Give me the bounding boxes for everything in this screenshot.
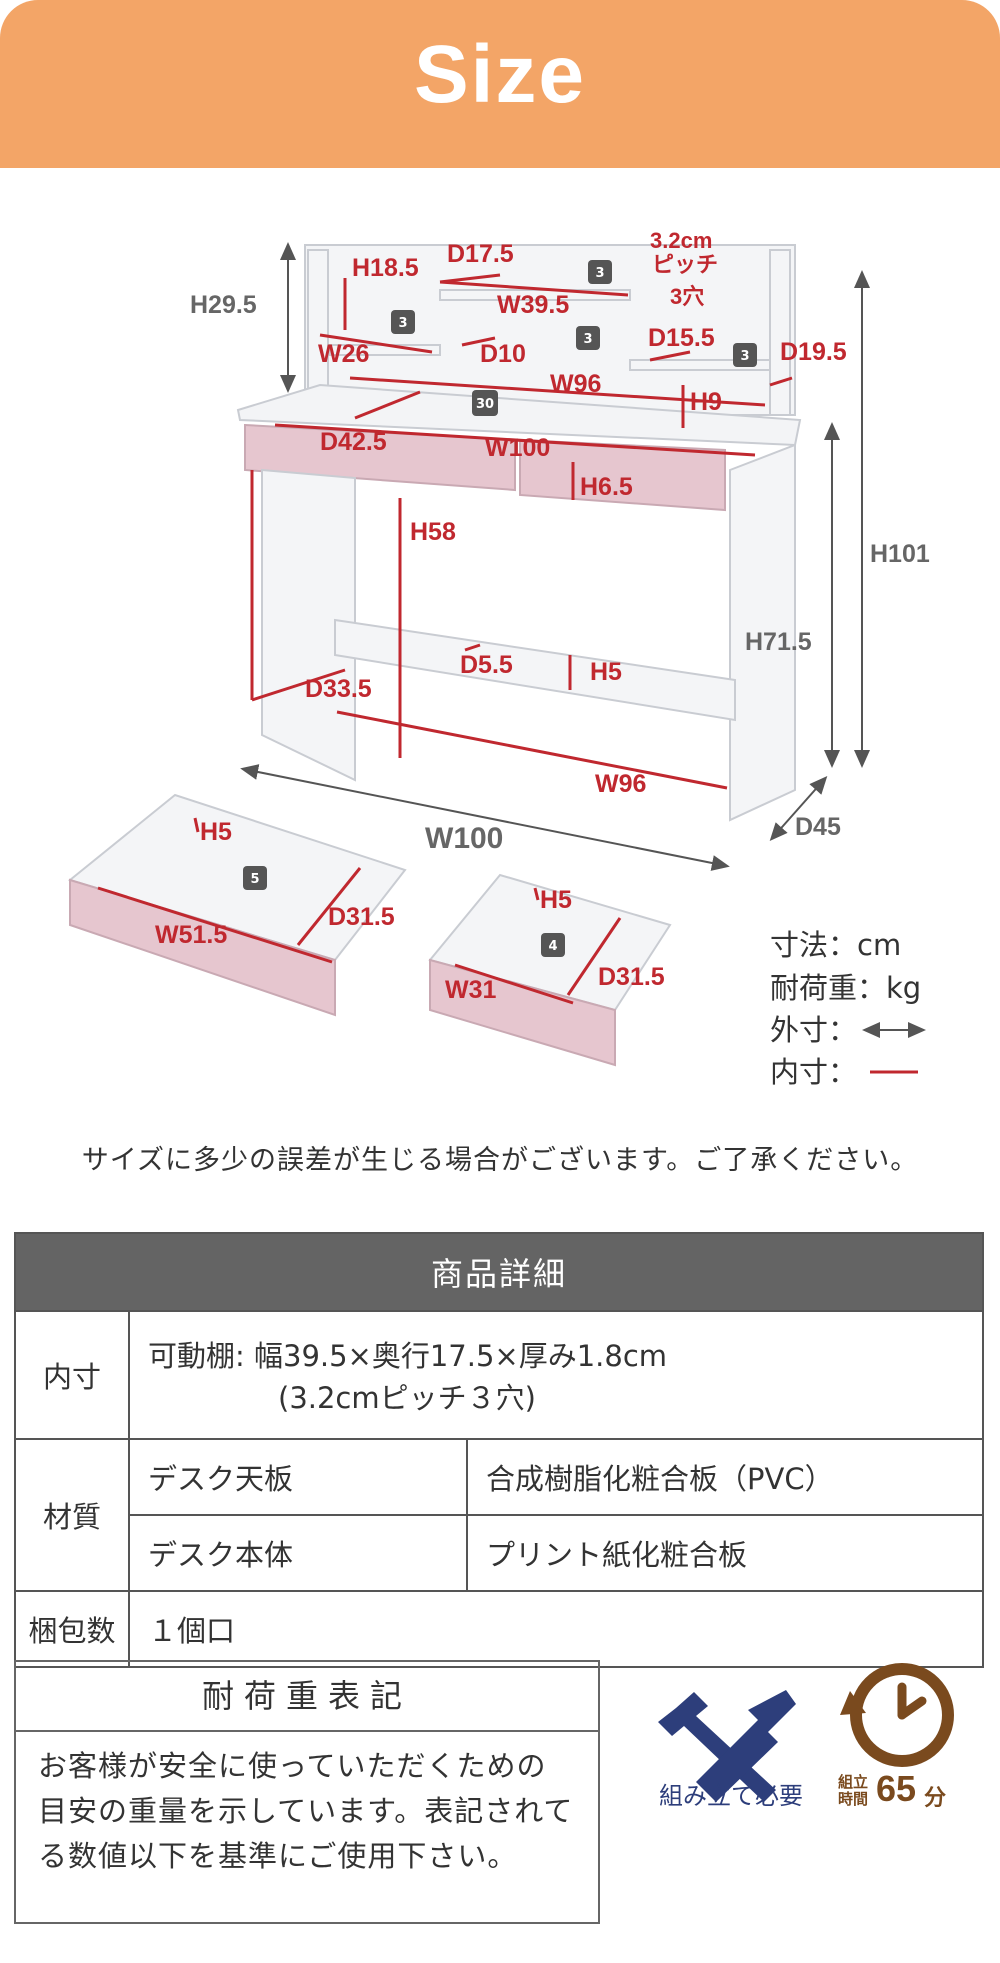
drawer-front-box-left	[69, 878, 336, 1017]
label-drawer-right-h: H5	[540, 886, 572, 914]
package-value: １個口	[128, 1590, 984, 1668]
dimension-labels: H29.5 H18.5 D17.5 3.2cm ピッチ 3穴 W39.5 W26…	[155, 228, 930, 1004]
label-w39-5: W39.5	[497, 291, 569, 319]
inner-line-2: (3.2cmピッチ３穴)	[278, 1381, 536, 1415]
hutch	[304, 244, 796, 416]
label-d10: D10	[480, 340, 526, 368]
header-title: Size	[413, 29, 587, 120]
drawer-front-box-right	[429, 958, 616, 1067]
label-pitch-a: 3.2cm	[650, 228, 712, 253]
inner-value: 可動棚: 幅39.5×奥行17.5×厚み1.8cm (3.2cmピッチ３穴)	[128, 1310, 984, 1440]
load-note-text: お客様が安全に使っていただくための目安の重量を示しています。表記されてる数値以下…	[38, 1749, 574, 1873]
legend: 寸法：cm 耐荷重：kg 外寸： 内寸：	[770, 928, 926, 1089]
material-part-1: デスク天板	[128, 1438, 468, 1516]
label-d45: D45	[795, 813, 841, 841]
legend-outer: 外寸：	[770, 1013, 857, 1047]
load-badge-shelf-right: 3	[740, 349, 749, 364]
assembly-time-label: 組立時間	[838, 1773, 869, 1808]
load-badge-drawer-left: 5	[250, 872, 259, 887]
load-badges: 3 3 3 3 30 5 4	[243, 260, 757, 957]
assembly-time-value: 65	[876, 1768, 917, 1809]
load-badge-desktop: 30	[476, 397, 494, 412]
label-h9: H9	[690, 388, 722, 416]
tools-icon	[658, 1690, 796, 1802]
label-drawer-right-w: W31	[445, 976, 497, 1004]
material-label: 材質	[14, 1438, 130, 1592]
load-badge-shelf-mid: 3	[398, 316, 407, 331]
size-header: Size	[0, 0, 1000, 168]
label-h58: H58	[410, 518, 456, 546]
label-w100-outer: W100	[425, 822, 503, 855]
load-note-title: 耐荷重表記	[16, 1662, 598, 1732]
label-w96-top: W96	[550, 370, 601, 398]
timer-icon	[840, 1663, 954, 1767]
label-drawer-right-d: D31.5	[598, 963, 665, 991]
inner-dimension-lines	[97, 273, 793, 1005]
inner-line-1: 可動棚: 幅39.5×奥行17.5×厚み1.8cm	[148, 1339, 668, 1373]
label-h6-5: H6.5	[580, 473, 633, 501]
label-h5-bar: H5	[590, 658, 622, 686]
material-value-2: プリント紙化粧合板	[466, 1514, 984, 1592]
legend-unit: 寸法：cm	[770, 928, 901, 962]
label-w26: W26	[318, 340, 369, 368]
label-d19-5: D19.5	[780, 338, 847, 366]
label-h101: H101	[870, 540, 930, 568]
label-drawer-left-h: H5	[200, 818, 232, 846]
outer-dimension-arrows	[240, 242, 870, 871]
legend-load: 耐荷重：kg	[770, 971, 921, 1005]
assembly-time-unit: 分	[924, 1786, 947, 1811]
disclaimer: サイズに多少の誤差が生じる場合がございます。ご了承ください。	[81, 1145, 919, 1176]
desk-size-diagram: 3 3 3 3 30 5 4 H29.5 H18.5 D17.5 3.2cm ピ…	[67, 228, 930, 1089]
label-w100-top: W100	[485, 434, 550, 462]
label-d42-5: D42.5	[320, 428, 387, 456]
label-h29-5: H29.5	[190, 291, 257, 319]
assembly-label: 組み立て必要	[659, 1782, 803, 1810]
load-note-box: 耐荷重表記 お客様が安全に使っていただくための目安の重量を示しています。表記され…	[14, 1660, 600, 1924]
label-d17-5: D17.5	[447, 240, 514, 268]
label-h18-5: H18.5	[352, 254, 419, 282]
legend-inner: 内寸：	[770, 1055, 857, 1089]
assembly-time: 組立時間 65 分	[836, 1768, 986, 1818]
inner-label: 内寸	[14, 1310, 130, 1440]
label-w96-bottom: W96	[595, 770, 646, 798]
label-d33-5: D33.5	[305, 675, 372, 703]
package-label: 梱包数	[14, 1590, 130, 1668]
drawer-front-right	[519, 438, 726, 512]
label-drawer-left-d: D31.5	[328, 903, 395, 931]
material-value-1: 合成樹脂化粧合板（PVC）	[466, 1438, 984, 1516]
label-pitch-c: 3穴	[670, 284, 704, 309]
product-details-table: 商品詳細 内寸 可動棚: 幅39.5×奥行17.5×厚み1.8cm (3.2cm…	[14, 1232, 984, 1668]
material-part-2: デスク本体	[128, 1514, 468, 1592]
details-title: 商品詳細	[14, 1232, 984, 1312]
footrest	[334, 618, 736, 722]
desktop	[236, 383, 802, 447]
load-badge-shelf-mid2: 3	[583, 332, 592, 347]
label-h71-5: H71.5	[745, 628, 812, 656]
label-d15-5: D15.5	[648, 324, 715, 352]
load-badge-shelf-left: 3	[595, 266, 604, 281]
label-pitch-b: ピッチ	[652, 252, 718, 277]
label-drawer-left-w: W51.5	[155, 921, 227, 949]
label-d5-5: D5.5	[460, 651, 513, 679]
load-badge-drawer-right: 4	[548, 939, 557, 954]
